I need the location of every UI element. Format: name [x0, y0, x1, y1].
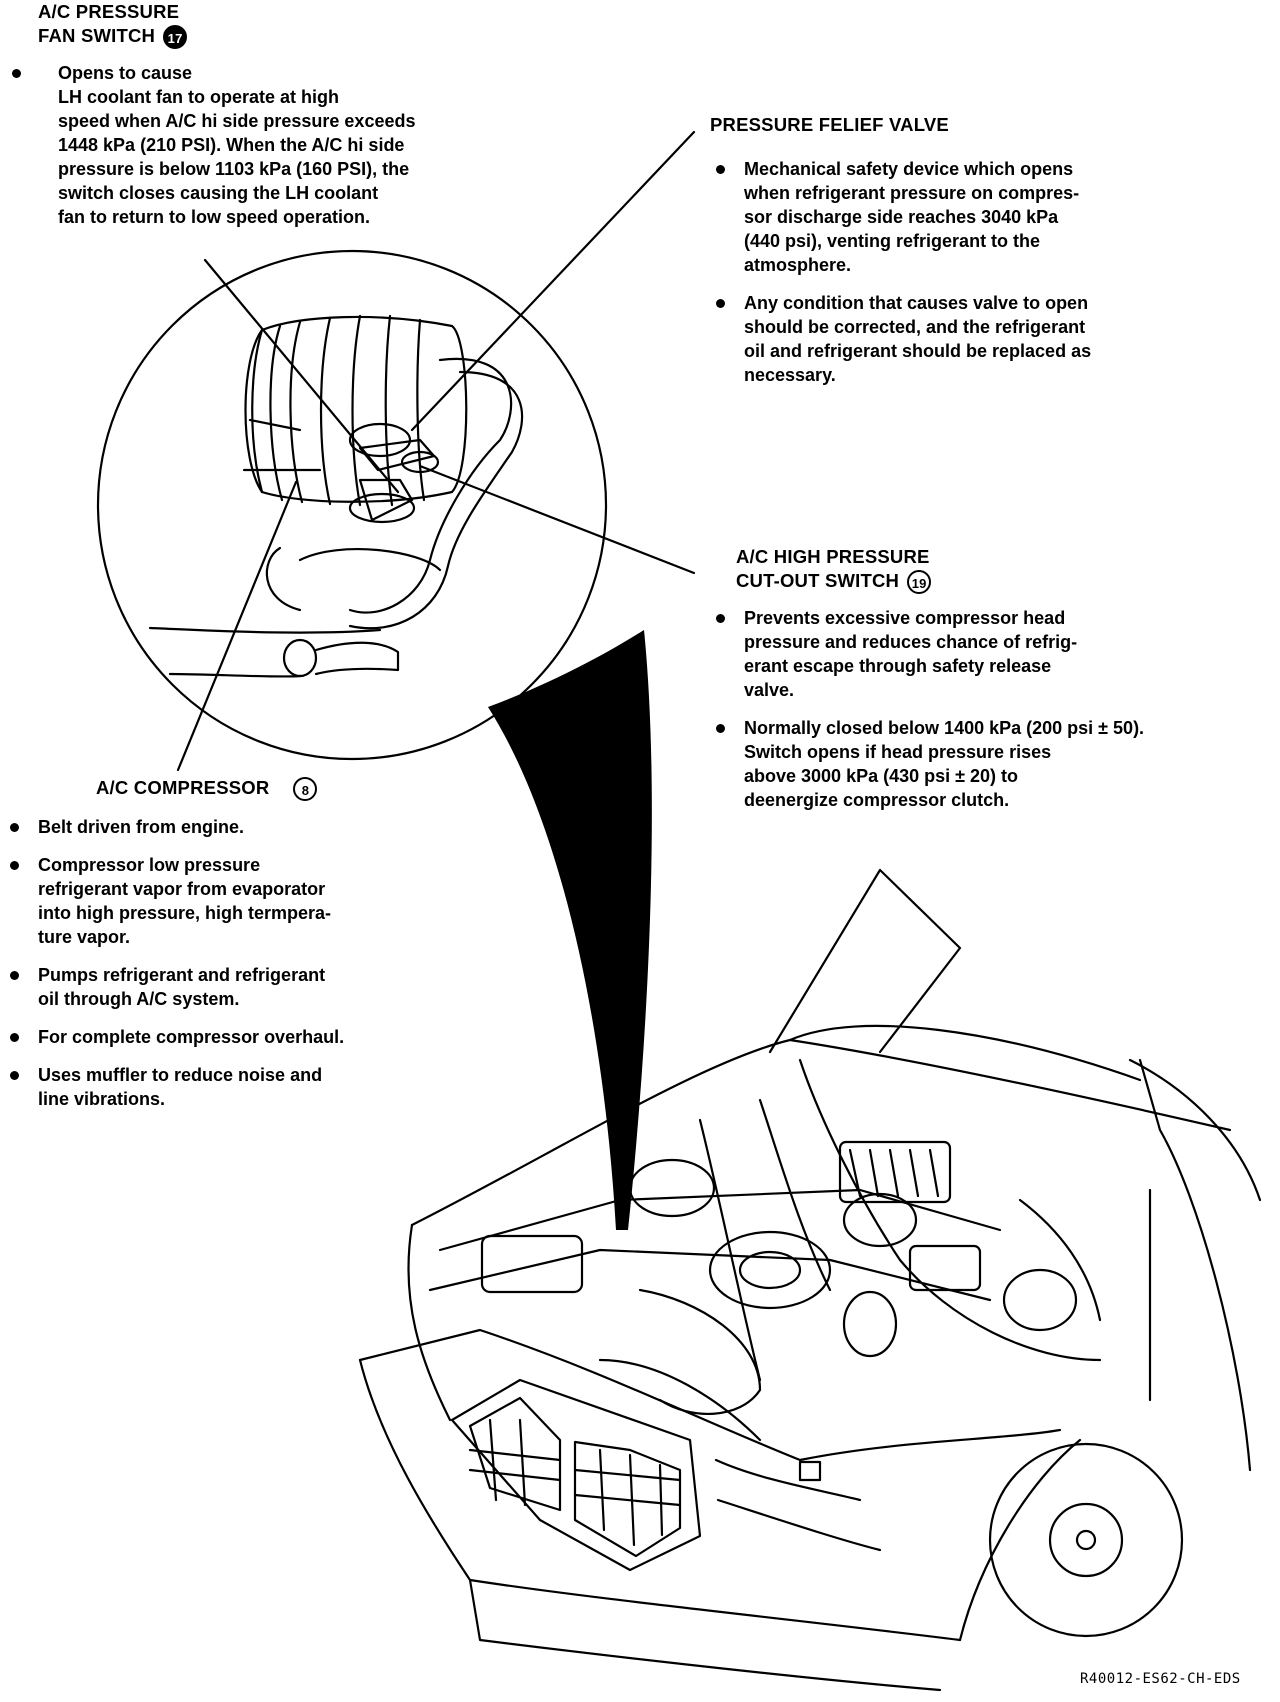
fan-switch-leader-line: [203, 258, 400, 494]
cutout-switch-bullet: Prevents excessive compressor head press…: [710, 606, 1210, 702]
compressor-callout: A/C COMPRESSOR 8 Belt driven from engine.…: [4, 776, 414, 1125]
compressor-bullet: Compressor low pressure refrigerant vapo…: [4, 853, 414, 949]
detail-magnifier-circle: [96, 249, 608, 761]
compressor-heading: A/C COMPRESSOR 8: [96, 776, 414, 802]
cutout-switch-callout: A/C HIGH PRESSURE CUT-OUT SWITCH 19 Preve…: [710, 545, 1210, 826]
cutout-switch-bullets: Prevents excessive compressor head press…: [710, 606, 1210, 812]
compressor-detail-icon: [148, 314, 524, 678]
relief-valve-heading: PRESSURE FELIEF VALVE: [710, 114, 949, 135]
fan-switch-heading: A/C PRESSURE FAN SWITCH 17: [38, 0, 488, 50]
relief-valve-callout: PRESSURE FELIEF VALVE Mechanical safety …: [710, 113, 1180, 401]
compressor-bullet: Belt driven from engine.: [4, 815, 414, 839]
compressor-bullets: Belt driven from engine. Compressor low …: [4, 815, 414, 1111]
cutout-switch-callout-number: 19: [907, 570, 932, 595]
cutout-switch-heading: A/C HIGH PRESSURE CUT-OUT SWITCH 19: [736, 545, 1210, 595]
fan-switch-heading-line2: FAN SWITCH: [38, 25, 156, 46]
cutout-switch-leader-line: [418, 464, 696, 575]
compressor-bullet: For complete compressor overhaul.: [4, 1025, 414, 1049]
compressor-bullet: Pumps refrigerant and refrigerant oil th…: [4, 963, 414, 1011]
compressor-bullet: Uses muffler to reduce noise and line vi…: [4, 1063, 414, 1111]
relief-valve-bullets: Mechanical safety device which opens whe…: [710, 157, 1180, 387]
cutout-switch-bullet: Normally closed below 1400 kPa (200 psi …: [710, 716, 1210, 812]
car-front-icon: [358, 868, 1262, 1692]
cutout-switch-heading-line2: CUT-OUT SWITCH: [736, 570, 900, 591]
fan-switch-bullet: Opens to cause LH coolant fan to operate…: [6, 61, 488, 229]
fan-switch-callout-number: 17: [163, 25, 188, 50]
figure-code: R40012-ES62-CH-EDS: [1080, 1671, 1241, 1687]
relief-valve-bullet: Any condition that causes valve to open …: [710, 291, 1180, 387]
cutout-switch-heading-line1: A/C HIGH PRESSURE: [736, 546, 930, 567]
compressor-leader-line: [176, 480, 298, 772]
compressor-callout-number: 8: [293, 777, 318, 802]
fan-switch-heading-line1: A/C PRESSURE: [38, 1, 180, 22]
magnifier-connector-wedge: [488, 630, 652, 1230]
relief-valve-leader-line: [410, 130, 696, 432]
relief-valve-bullet: Mechanical safety device which opens whe…: [710, 157, 1180, 277]
compressor-heading-text: A/C COMPRESSOR: [96, 777, 270, 798]
fan-switch-bullets: Opens to cause LH coolant fan to operate…: [6, 61, 488, 229]
